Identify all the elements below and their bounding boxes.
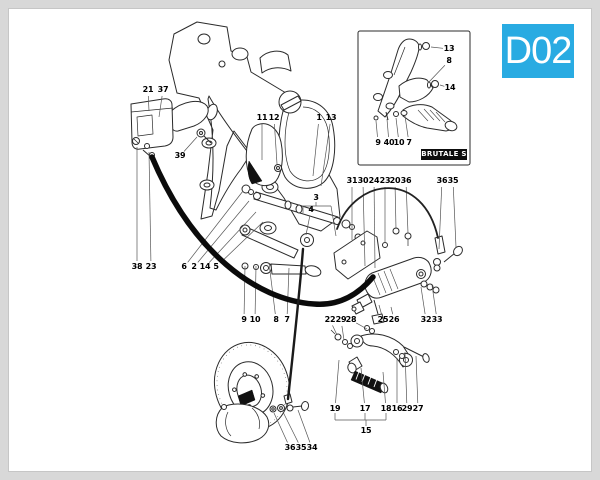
brake-linkage (239, 184, 368, 277)
rubber-plate (333, 230, 381, 280)
inset-callout-1-8: 8 (446, 56, 452, 65)
master-cylinder (351, 227, 463, 334)
diagram-callout-31-26: 26 (388, 315, 400, 324)
diagram-callout-4-12: 12 (268, 113, 280, 122)
diagram-callout-18-23: 23 (379, 176, 391, 185)
diagram-callout-9-38: 38 (131, 262, 143, 271)
callout-brackets (302, 202, 387, 426)
diagram-callout-13-14: 14 (199, 262, 211, 271)
diagram-callout-24-10: 10 (249, 315, 261, 324)
diagram-callout-35-17: 17 (359, 404, 371, 413)
diagram-callout-2-39: 39 (174, 151, 186, 160)
diagram-callout-23-9: 9 (241, 315, 247, 324)
diagram-callout-34-19: 19 (329, 404, 341, 413)
diagram-callout-29-28: 28 (345, 315, 357, 324)
diagram-callout-10-23: 23 (145, 262, 157, 271)
reservoir-hose (336, 187, 439, 239)
inset-callout-6-7: 7 (406, 138, 412, 147)
hoses (149, 154, 439, 401)
diagram-artwork (130, 21, 471, 444)
leader-lines (136, 46, 457, 443)
diagram-callout-43-34: 34 (306, 443, 318, 452)
diagram-callout-16-30: 30 (357, 176, 369, 185)
diagram-callout-19-20: 20 (389, 176, 401, 185)
diagram-callout-12-2: 2 (191, 262, 197, 271)
diagram-callout-25-8: 8 (273, 315, 279, 324)
diagram-callout-20-36: 36 (400, 176, 412, 185)
diagram-callout-40-15: 15 (360, 426, 372, 435)
diagram-callout-32-32: 32 (420, 315, 432, 324)
diagram-callout-28-29: 29 (335, 315, 347, 324)
diagram-callout-39-27: 27 (412, 404, 424, 413)
diagram-callout-6-13: 13 (325, 113, 337, 122)
diagram-callout-14-5: 5 (213, 262, 219, 271)
rear-brake-hose (149, 154, 376, 307)
fluid-reservoir (130, 98, 212, 158)
inset-box (357, 30, 471, 166)
brake-caliper (215, 389, 310, 444)
diagram-callout-17-24: 24 (368, 176, 380, 185)
diagram-callout-30-25: 25 (377, 315, 389, 324)
diagram-callout-36-18: 18 (380, 404, 392, 413)
diagram-callout-11-6: 6 (181, 262, 187, 271)
inset-callout-2-14: 14 (444, 83, 456, 92)
diagram-callout-26-7: 7 (284, 315, 290, 324)
diagram-callout-3-11: 11 (256, 113, 268, 122)
diagram-callout-42-35: 35 (295, 443, 307, 452)
inset-callout-3-9: 9 (375, 138, 381, 147)
diagram-callout-1-37: 37 (157, 85, 169, 94)
side-panel (278, 90, 336, 189)
diagram-callout-7-3: 3 (313, 193, 319, 202)
diagram-callout-38-29: 29 (401, 404, 413, 413)
diagram-callout-41-36: 36 (284, 443, 296, 452)
diagram-callout-33-33: 33 (431, 315, 443, 324)
inset-callout-0-13: 13 (443, 44, 455, 53)
diagram-callout-15-31: 31 (346, 176, 358, 185)
diagram-callout-5-1: 1 (316, 113, 322, 122)
caliper-hose (286, 247, 305, 401)
variant-label: BRUTALE S (421, 149, 467, 160)
inset-callout-5-10: 10 (393, 138, 405, 147)
diagram-callout-22-35: 35 (447, 176, 459, 185)
diagram-callout-37-16: 16 (391, 404, 403, 413)
diagram-callout-0-21: 21 (142, 85, 154, 94)
heel-guard (245, 123, 283, 186)
diagram-callout-8-4: 4 (308, 205, 314, 214)
brake-pedal (330, 329, 430, 394)
diagram-callout-21-36: 36 (436, 176, 448, 185)
page-code-badge: D02 (502, 24, 574, 78)
page-code-text: D02 (504, 30, 573, 72)
variant-label-text: BRUTALE S (421, 150, 467, 158)
inset-callout-4-40: 40 (383, 138, 395, 147)
diagram-callout-27-22: 22 (324, 315, 336, 324)
